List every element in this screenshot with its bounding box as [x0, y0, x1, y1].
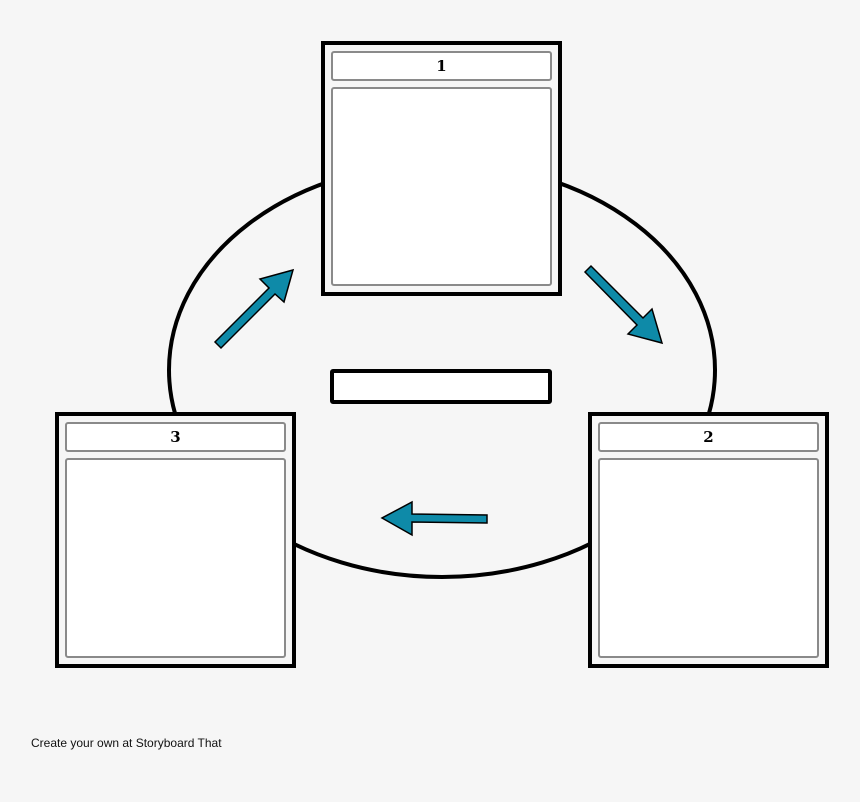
frame-3: 3 — [55, 412, 296, 668]
center-label-box[interactable] — [330, 369, 552, 404]
frame-3-body[interactable] — [65, 458, 286, 658]
frame-1-body[interactable] — [331, 87, 552, 286]
frame-2: 2 — [588, 412, 829, 668]
arrow-left-icon — [380, 500, 488, 537]
credit-text: Create your own at Storyboard That — [31, 736, 222, 750]
frame-2-title: 2 — [598, 422, 819, 452]
arrow-up-right-icon — [213, 268, 295, 350]
frame-3-title: 3 — [65, 422, 286, 452]
frame-1: 1 — [321, 41, 562, 296]
frame-2-body[interactable] — [598, 458, 819, 658]
arrow-down-right-icon — [583, 264, 664, 345]
frame-1-title: 1 — [331, 51, 552, 81]
